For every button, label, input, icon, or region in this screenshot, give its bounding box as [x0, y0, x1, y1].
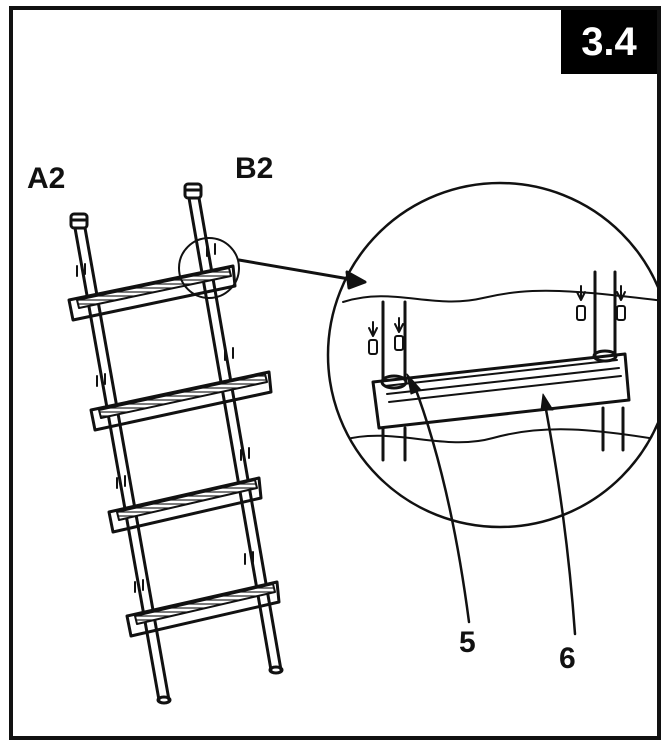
- magnified-detail: [326, 181, 657, 529]
- post-label-a2: A2: [27, 162, 66, 195]
- ladder-step-3: [107, 476, 263, 534]
- ladder-step-2: [89, 370, 273, 432]
- callout-6-leader: [543, 402, 577, 636]
- callout-5-leader: [411, 380, 471, 624]
- instruction-panel: 3.4 A2 B2 5 6: [9, 6, 661, 740]
- ladder-step-1: [67, 264, 237, 322]
- magnify-arrow: [237, 258, 367, 290]
- detail-highlight-circle: [178, 237, 240, 299]
- callout-label-6: 6: [559, 642, 576, 675]
- step-number-badge: 3.4: [561, 10, 657, 74]
- pin-markers: [76, 243, 254, 593]
- ladder-diagram: [67, 181, 657, 705]
- ladder-step-4: [125, 580, 281, 638]
- callout-label-5: 5: [459, 626, 476, 659]
- post-label-b2: B2: [235, 152, 274, 185]
